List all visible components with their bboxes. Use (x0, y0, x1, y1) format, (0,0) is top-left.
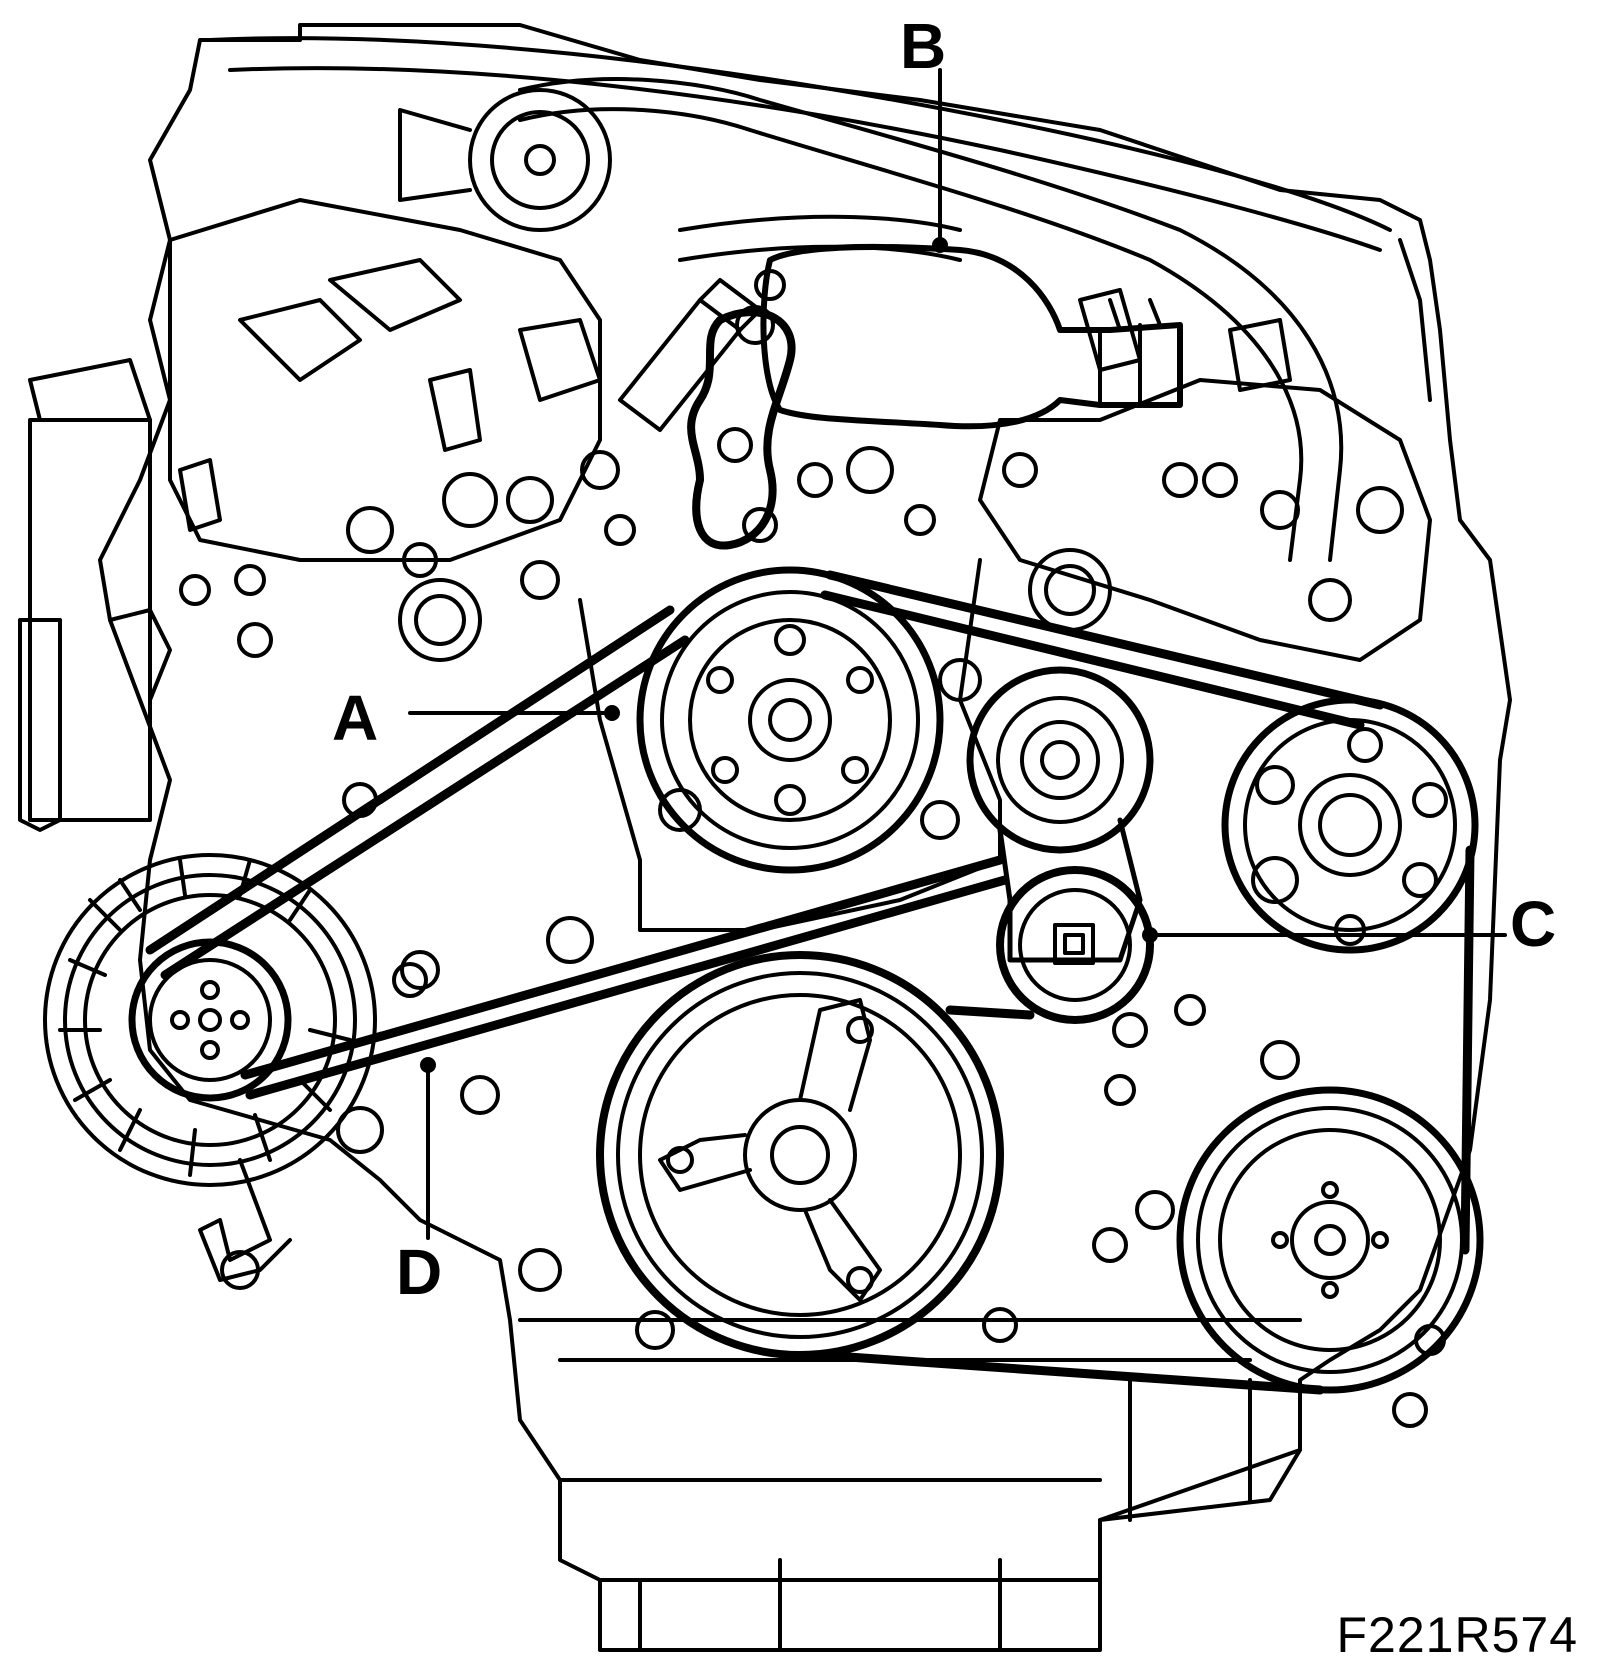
alternator (43, 853, 377, 1290)
right-cylinder-head (978, 288, 1432, 662)
callout-label-a: A (332, 682, 379, 754)
callout-dots (420, 237, 1158, 1073)
throttle-body (398, 88, 612, 232)
belt-tensioner (996, 817, 1154, 1024)
crankshaft-pulley (596, 951, 1004, 1359)
idler-pulley-upper (966, 666, 1154, 854)
water-pump-pulley (636, 566, 944, 874)
callout-label-d: D (396, 1236, 443, 1308)
figure-code: F221R574 (1336, 1607, 1578, 1663)
intake-pipes (208, 36, 1432, 562)
left-cylinder-head (168, 198, 602, 662)
timing-cover (342, 446, 1002, 990)
power-steering-pulley (1221, 696, 1479, 954)
ac-compressor-pulley (1176, 1086, 1484, 1394)
thermostat-housing (754, 244, 1183, 430)
water-outlet-gasket (687, 305, 796, 550)
serpentine-belt (145, 570, 1475, 1395)
coolant-pipe (618, 278, 762, 432)
block-bolts (336, 962, 1446, 1428)
callout-label-b: B (900, 10, 947, 82)
callout-label-c: C (1510, 888, 1557, 960)
callout-leaders (408, 68, 1507, 1240)
